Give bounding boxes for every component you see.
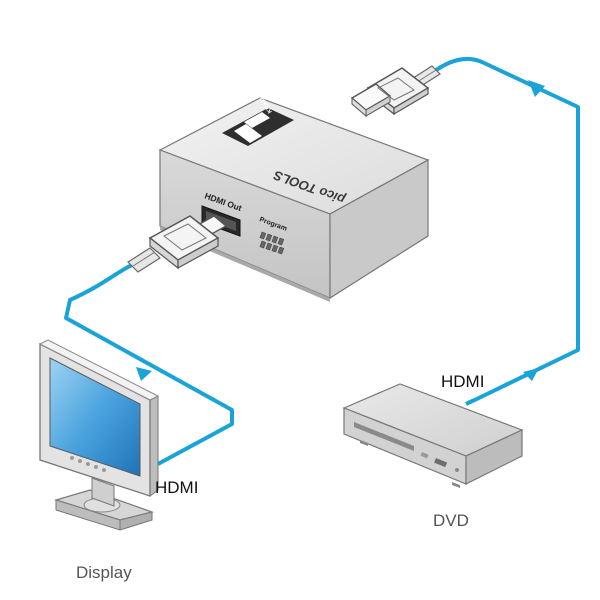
dvd-label: DVD	[433, 511, 469, 530]
cable-to-dvd	[430, 56, 580, 406]
arrow-up-icon	[528, 80, 545, 97]
dip-switches	[259, 231, 285, 255]
dvd-cable-label: HDMI	[441, 372, 485, 391]
display-label: Display	[76, 563, 132, 582]
display-monitor	[38, 339, 160, 531]
display-screen	[49, 357, 141, 477]
cable-to-display	[64, 260, 234, 466]
arrow-down-icon	[136, 367, 152, 381]
arrow-up-icon	[523, 368, 539, 381]
display-cable-label: HDMI	[155, 478, 199, 497]
hdmi-plug-top	[350, 65, 441, 118]
dvd-player	[342, 383, 524, 488]
kramer-logo: KRAMER	[222, 87, 294, 146]
kramer-pico-device: KRAMER pico TOOLS HDMI Out Program	[158, 87, 430, 302]
hdmi-plug-bottom	[127, 215, 228, 273]
